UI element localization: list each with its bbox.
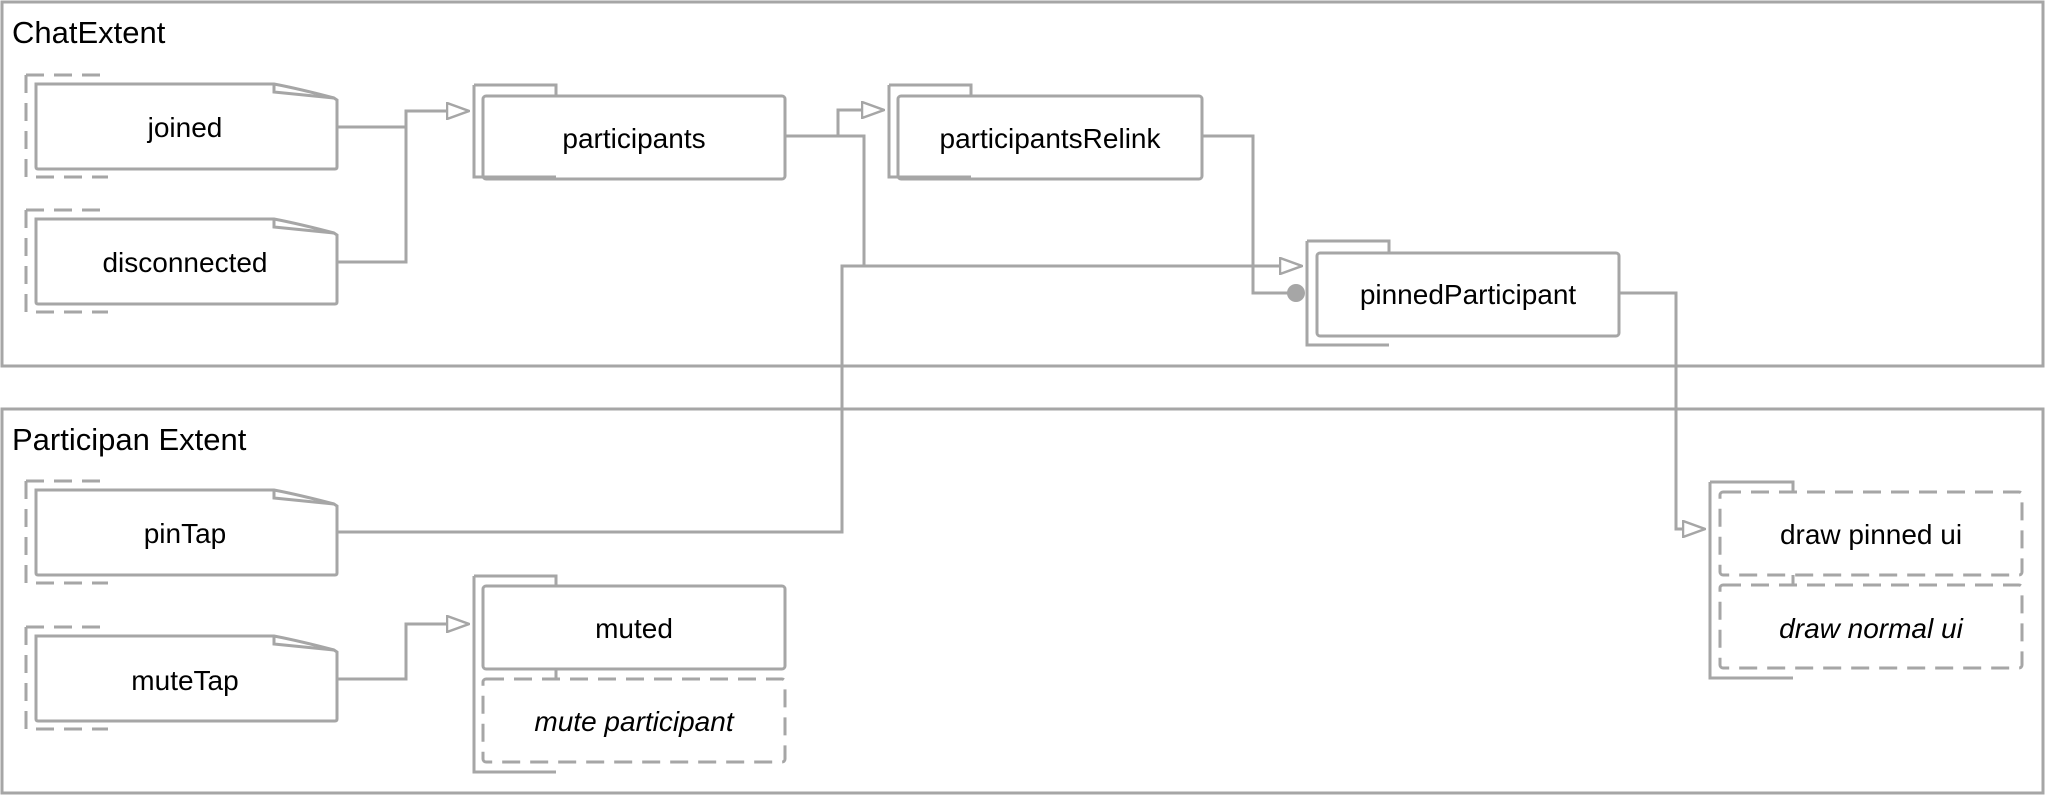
effect-mute-participant [481, 669, 787, 764]
store-pinned-participant-label: pinnedParticipant [1360, 279, 1577, 310]
store-participants-label: participants [562, 123, 705, 154]
store-muted [472, 574, 787, 774]
event-disconnected [24, 208, 339, 314]
event-joined-label: joined [147, 112, 223, 143]
edge-relink-to-pinned [1202, 134, 1296, 295]
effect-mute-participant-label: mute participant [534, 706, 734, 737]
store-muted-label: muted [595, 613, 673, 644]
edge-participants-to-relink [785, 110, 884, 138]
sample-dot [1287, 284, 1305, 302]
chat-extent-title: ChatExtent [12, 15, 166, 50]
effect-draw-ui-group [1708, 480, 2024, 680]
event-mutetap-label: muteTap [131, 665, 238, 696]
event-mutetap [24, 625, 339, 731]
event-disconnected-label: disconnected [102, 247, 267, 278]
edge-pintap-to-pinned [337, 264, 864, 534]
event-joined [24, 73, 339, 179]
participant-extent-title: Participan Extent [12, 422, 247, 457]
event-pintap [24, 479, 339, 585]
effect-draw-pinned-ui-label: draw pinned ui [1780, 519, 1962, 550]
edge-participants-to-pinned [785, 134, 1302, 266]
chat-extent-frame [0, 0, 2045, 368]
edge-disconnected-to-participants [337, 111, 408, 264]
store-participants-relink-label: participantsRelink [940, 123, 1162, 154]
participant-extent-frame [0, 407, 2045, 795]
edge-pinned-to-draw-ui [1619, 291, 1705, 529]
edge-mutetap-to-muted [337, 624, 469, 681]
edge-joined-to-participants [337, 111, 469, 129]
effect-draw-normal-ui-label: draw normal ui [1779, 613, 1963, 644]
event-pintap-label: pinTap [144, 518, 227, 549]
